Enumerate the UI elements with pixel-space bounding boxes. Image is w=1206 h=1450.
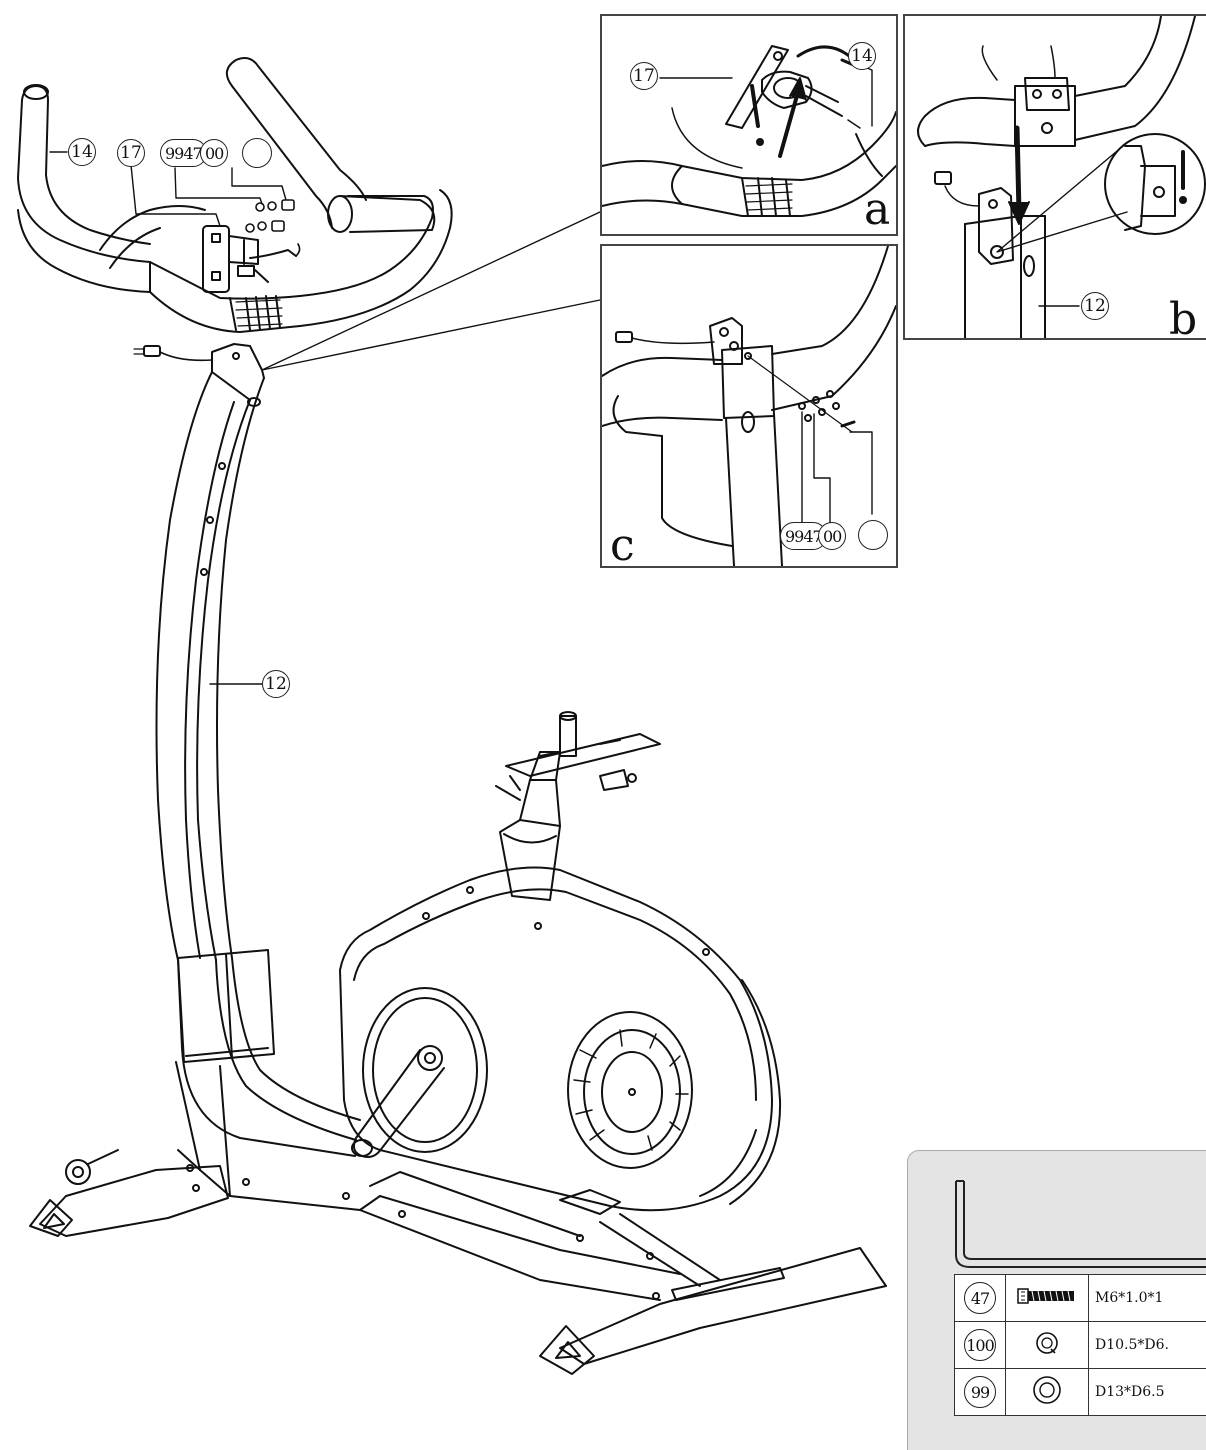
table-row: 47 M6*1.0*1 bbox=[954, 1274, 1206, 1322]
detail-panel-b: 12 b bbox=[903, 14, 1206, 340]
panel-b-letter: b bbox=[1169, 294, 1198, 340]
detail-panel-a: 17 14 a bbox=[600, 14, 898, 236]
panel-b-callout-upright: 12 bbox=[1081, 292, 1109, 320]
part-spec: D13*D6.5 bbox=[1088, 1368, 1206, 1416]
upright-drawing bbox=[133, 343, 361, 1157]
panel-a-callout-bracket: 17 bbox=[630, 62, 658, 90]
panel-a-letter: a bbox=[864, 184, 891, 235]
callout-bracket: 17 bbox=[117, 139, 145, 167]
spring-washer-icon bbox=[1036, 1332, 1058, 1354]
part-number: 100 bbox=[964, 1329, 996, 1361]
allen-key-icon bbox=[955, 1180, 1206, 1268]
panel-c-drawing bbox=[602, 246, 896, 566]
flat-washer-icon bbox=[1033, 1376, 1061, 1404]
panel-c-callout-empty bbox=[858, 520, 888, 550]
panel-b-drawing bbox=[917, 16, 1206, 338]
bracket-drawing bbox=[202, 225, 297, 293]
flywheel-housing-drawing bbox=[339, 711, 782, 1212]
panel-c-callout-bolt: 00 bbox=[818, 522, 847, 550]
leader-lines bbox=[49, 151, 601, 685]
frame-base-drawing bbox=[29, 1061, 887, 1375]
callout-handlebar: 14 bbox=[68, 138, 96, 166]
detail-panel-c: 9947 00 c bbox=[600, 244, 898, 568]
handlebar-drawing bbox=[17, 57, 453, 333]
callout-washer-group: 9947 bbox=[160, 139, 207, 167]
callout-empty bbox=[242, 138, 272, 168]
callout-upright: 12 bbox=[262, 670, 290, 698]
part-spec: M6*1.0*1 bbox=[1088, 1274, 1206, 1322]
callout-bolt-group: 00 bbox=[200, 139, 229, 167]
table-row: 99 D13*D6.5 bbox=[954, 1368, 1206, 1416]
panel-a-callout-handlebar: 14 bbox=[848, 42, 876, 70]
bolt-icon bbox=[1017, 1288, 1074, 1304]
part-spec: D10.5*D6. bbox=[1088, 1321, 1206, 1369]
handlebar-hardware bbox=[245, 199, 301, 257]
part-number: 99 bbox=[964, 1376, 996, 1408]
panel-c-letter: c bbox=[610, 520, 635, 568]
table-row: 100 D10.5*D6. bbox=[954, 1321, 1206, 1369]
part-number: 47 bbox=[964, 1282, 996, 1314]
hardware-parts-box: 47 M6*1.0*1 100 bbox=[907, 1150, 1206, 1450]
parts-table: 47 M6*1.0*1 100 bbox=[954, 1274, 1206, 1416]
